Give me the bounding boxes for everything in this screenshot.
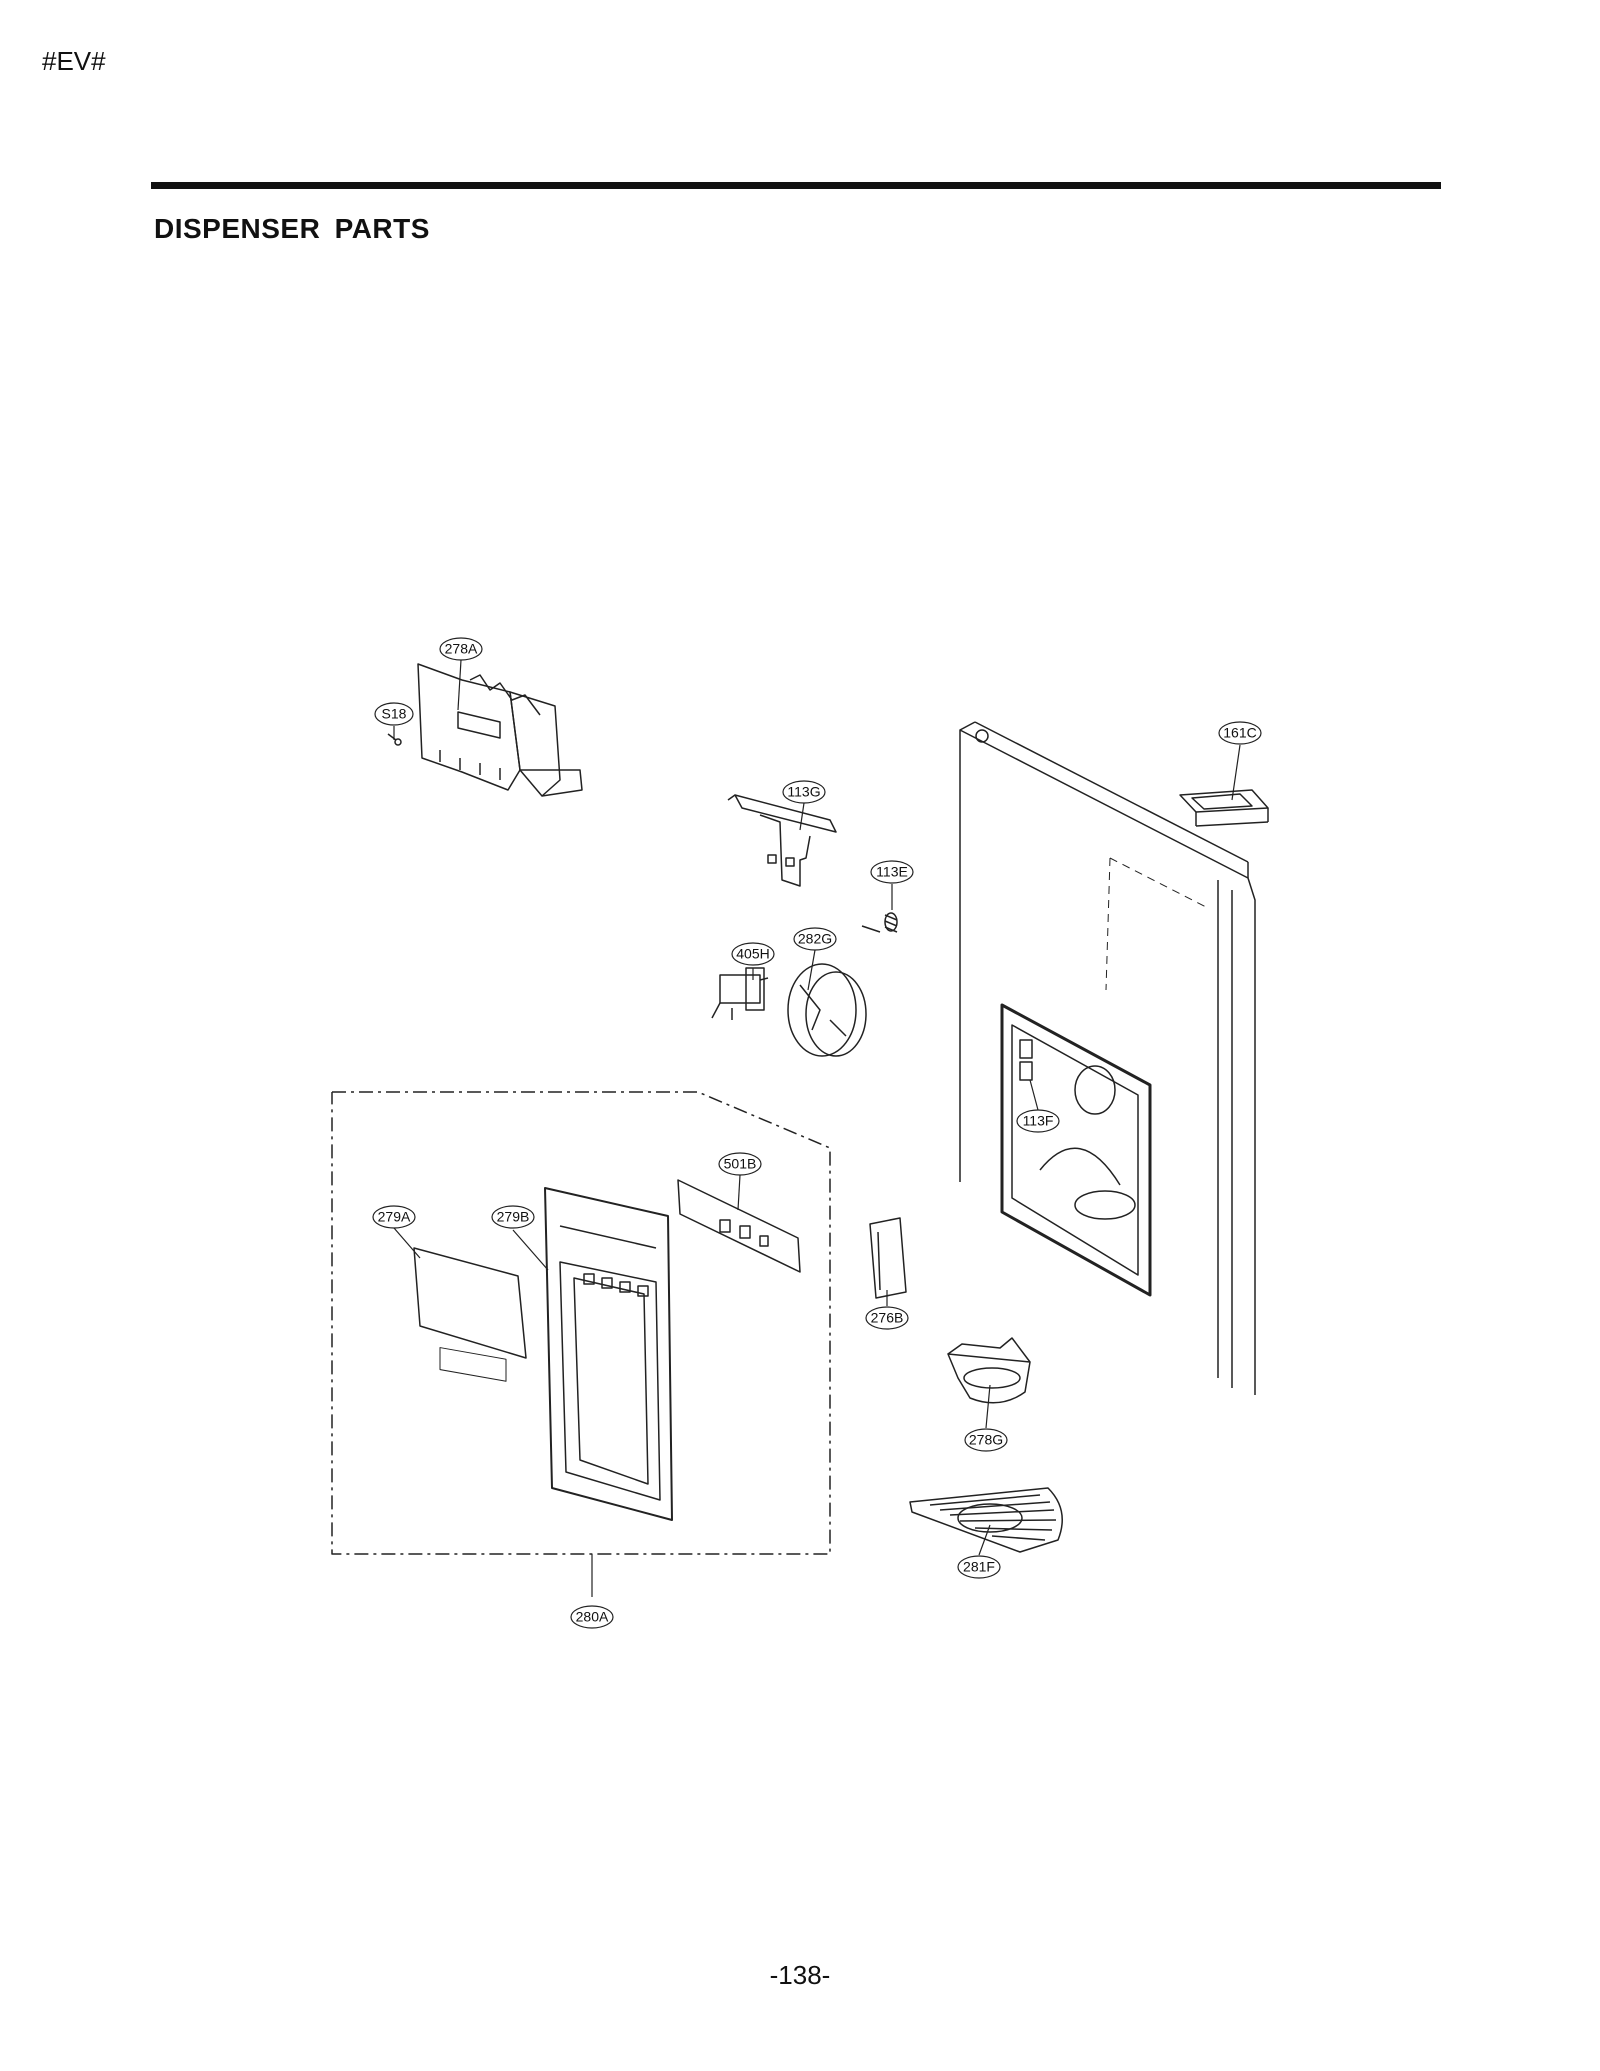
part-113E-spring [861,912,898,933]
leader-lines [393,659,1241,1597]
svg-text:S18: S18 [382,706,407,722]
part-door-panel [959,721,1256,1395]
callout-281F: 281F [957,1555,1001,1579]
callout-278A: 278A [439,637,483,661]
callout-279A: 279A [372,1205,416,1229]
part-278A-housing [417,663,583,797]
part-280A-boundary [331,1091,831,1555]
callout-161C: 161C [1218,721,1262,745]
part-113G-bracket [727,794,837,887]
part-405H-solenoid [711,967,769,1020]
part-282G-flap [787,963,867,1057]
callout-276B: 276B [865,1306,909,1330]
part-279A-display [413,1247,527,1382]
document-code: #EV# [42,46,106,76]
callout-280A: 280A [570,1605,614,1629]
svg-text:113G: 113G [787,784,820,800]
part-278G-funnel [947,1337,1031,1404]
svg-text:501B: 501B [724,1156,757,1172]
callout-282G: 282G [793,927,837,951]
svg-text:113F: 113F [1023,1113,1054,1129]
callout-S18: S18 [374,702,414,726]
section-title: DISPENSER PARTS [154,213,430,244]
callout-113E: 113E [870,860,914,884]
title-rule [151,182,1441,189]
part-S18-screw [387,733,402,746]
svg-text:276B: 276B [871,1310,904,1326]
svg-text:279B: 279B [497,1209,530,1225]
svg-text:278G: 278G [969,1432,1003,1448]
svg-text:161C: 161C [1223,725,1256,741]
svg-text:279A: 279A [378,1209,411,1225]
svg-text:280A: 280A [576,1609,609,1625]
part-161C-gasket [1179,789,1269,827]
callout-405H: 405H [731,942,775,966]
svg-text:113E: 113E [876,864,908,880]
part-276B-cover [869,1217,907,1299]
callout-278G: 278G [964,1428,1008,1452]
part-281F-grille [909,1487,1063,1553]
svg-text:278A: 278A [445,641,478,657]
part-501B-pcb [677,1179,801,1273]
callout-113G: 113G [782,780,826,804]
callout-113F: 113F [1016,1109,1060,1133]
svg-text:282G: 282G [798,931,832,947]
svg-text:405H: 405H [736,946,769,962]
page-number: -138- [769,1960,831,1990]
callout-279B: 279B [491,1205,535,1229]
part-279B-frame [544,1187,673,1521]
svg-text:281F: 281F [963,1559,995,1575]
callout-501B: 501B [718,1152,762,1176]
